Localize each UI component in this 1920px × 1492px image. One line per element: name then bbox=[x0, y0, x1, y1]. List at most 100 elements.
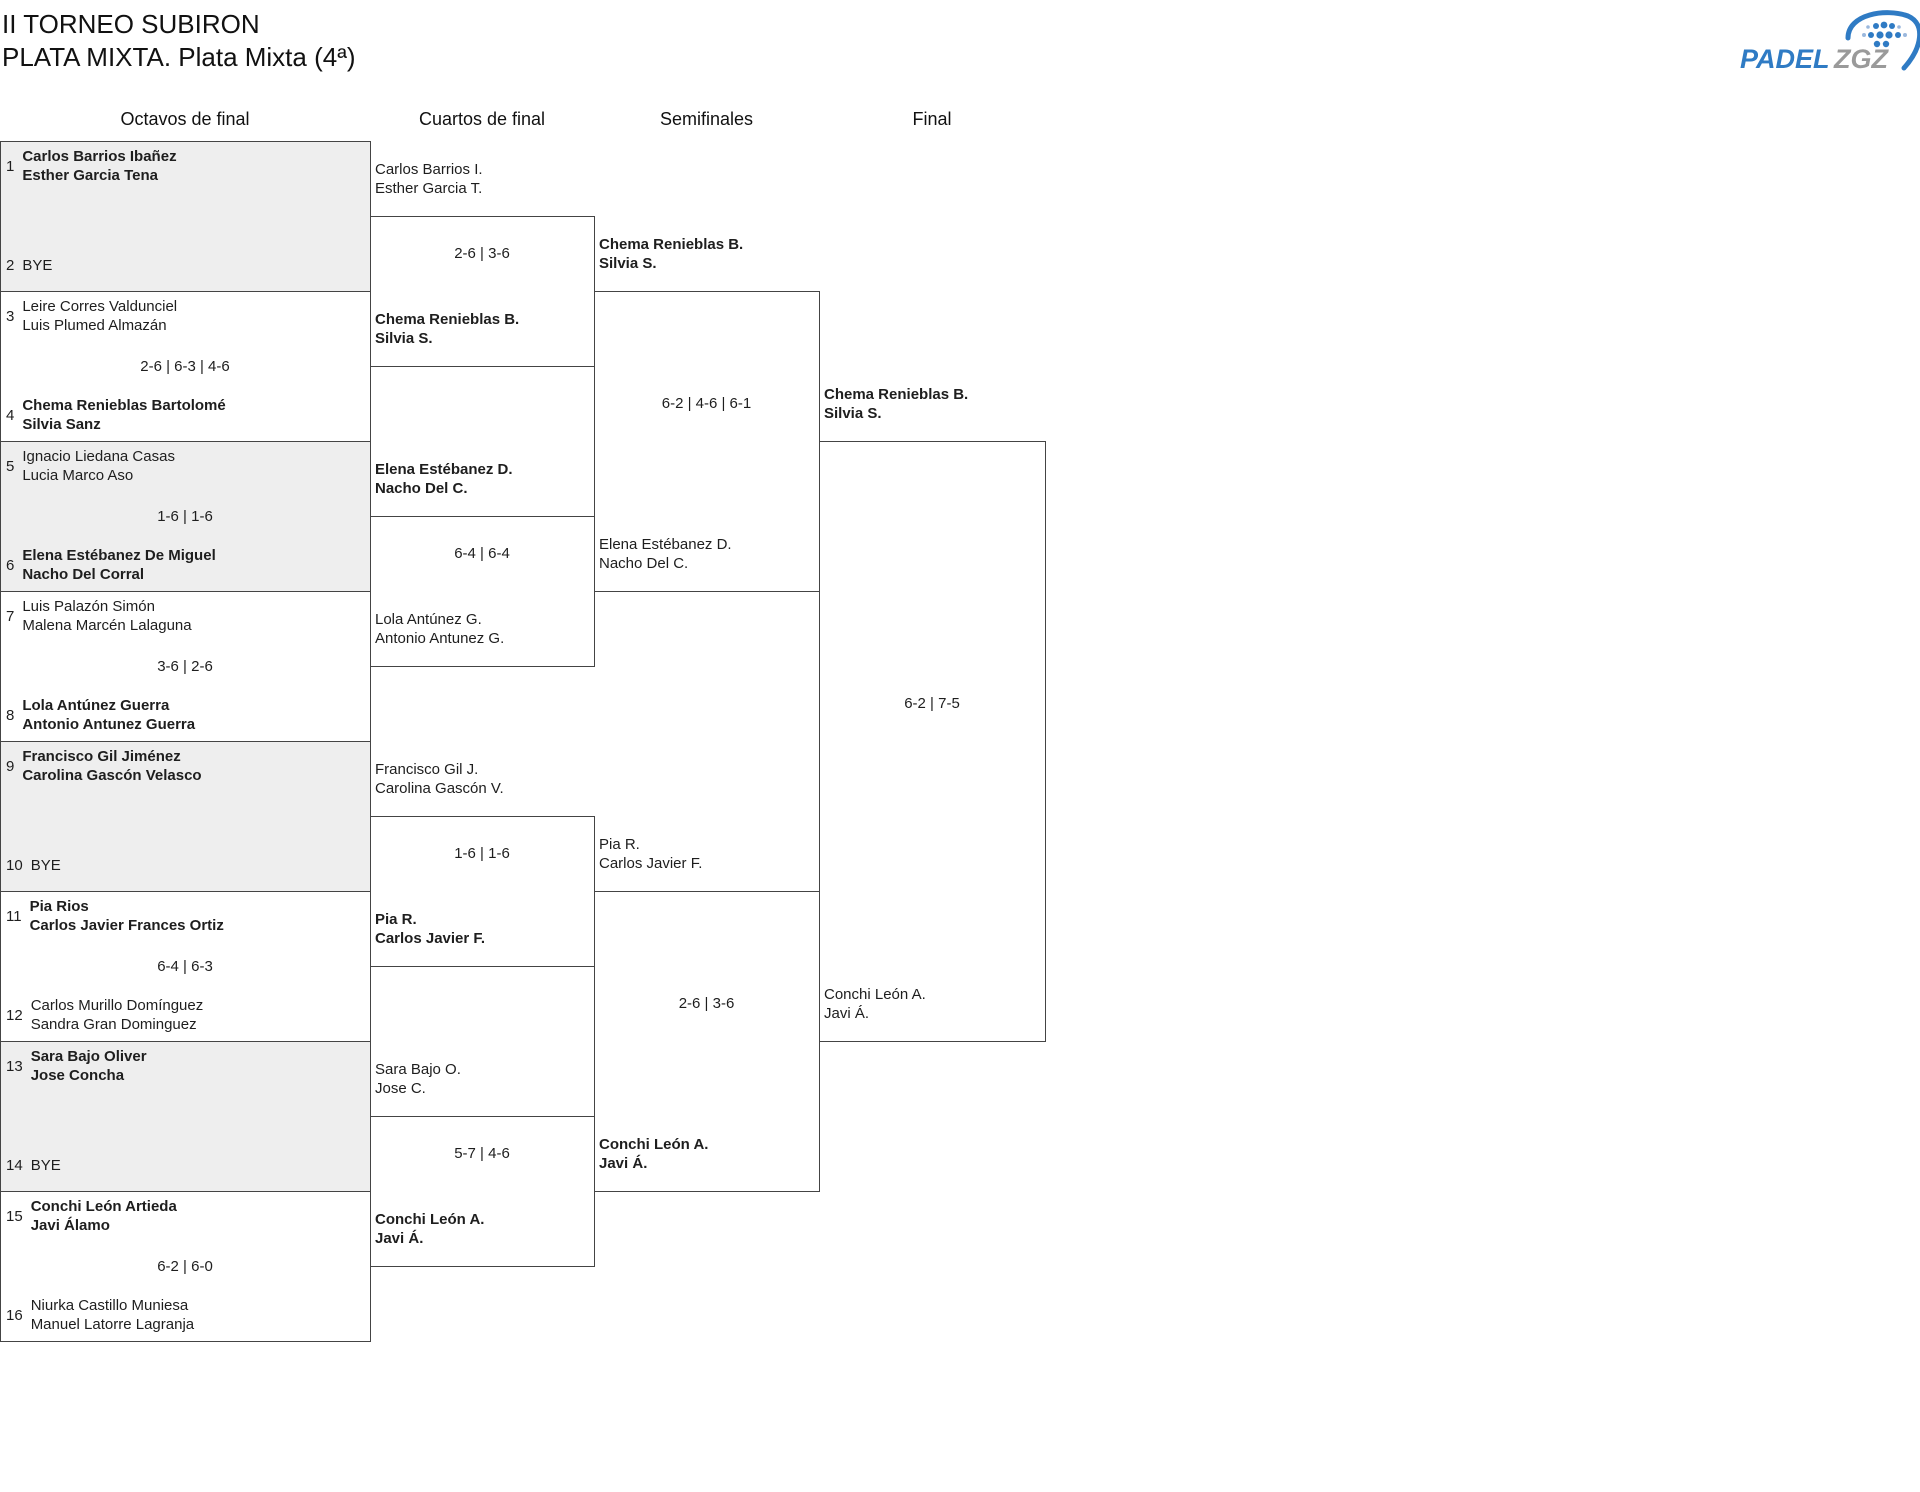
match-box bbox=[0, 1041, 371, 1192]
player-name: Chema Renieblas B. bbox=[824, 385, 969, 403]
team-bottom: Elena Estébanez D.Nacho Del C. bbox=[599, 535, 732, 573]
tournament-title: II TORNEO SUBIRON bbox=[2, 9, 260, 39]
player-name: Antonio Antunez G. bbox=[375, 629, 505, 647]
player-name: Nacho Del Corral bbox=[22, 566, 145, 583]
player-name: Francisco Gil J. bbox=[375, 760, 479, 778]
team-bottom: Conchi León A.Javi Á. bbox=[824, 985, 926, 1023]
team-names: Pia R.Carlos Javier F. bbox=[599, 835, 702, 873]
match-score: 2-6 | 3-6 bbox=[678, 995, 735, 1012]
match-score: 2-6 | 6-3 | 4-6 bbox=[140, 357, 230, 375]
team-names: Elena Estébanez D.Nacho Del C. bbox=[599, 535, 732, 573]
player-name: Javi Á. bbox=[824, 1004, 870, 1022]
seed-number: 8 bbox=[6, 706, 15, 724]
player-name: Silvia S. bbox=[375, 329, 433, 347]
team-names: Chema Renieblas B.Silvia S. bbox=[375, 310, 519, 348]
player-name: Chema Renieblas Bartolomé bbox=[22, 397, 226, 414]
team-names: Conchi León A.Javi Á. bbox=[824, 985, 926, 1023]
team-bottom: Conchi León A.Javi Á. bbox=[599, 1135, 708, 1173]
player-name: Conchi León A. bbox=[824, 985, 926, 1003]
match-score: 6-4 | 6-3 bbox=[157, 957, 213, 975]
padelzgz-logo-icon: PADEL ZGZ bbox=[1740, 10, 1920, 74]
seed-number: 11 bbox=[6, 907, 22, 925]
padelzgz-logo: PADEL ZGZ bbox=[1736, 8, 1920, 78]
player-name: Esther Garcia T. bbox=[375, 179, 483, 197]
player-name: BYE bbox=[30, 1156, 61, 1174]
category-title: PLATA MIXTA. Plata Mixta (4ª) bbox=[2, 42, 356, 72]
player-name: Elena Estébanez D. bbox=[375, 460, 513, 478]
team-names: Conchi León A.Javi Á. bbox=[599, 1135, 708, 1173]
match-score: 6-2 | 6-0 bbox=[157, 1257, 213, 1275]
player-name: Francisco Gil Jiménez bbox=[22, 748, 181, 765]
team-top: Chema Renieblas B.Silvia S. bbox=[824, 385, 968, 423]
team-names: BYE bbox=[31, 856, 61, 875]
player-name: Carlos Javier Frances Ortiz bbox=[29, 917, 224, 934]
player-name: Sara Bajo O. bbox=[375, 1060, 461, 1078]
seed-number: 3 bbox=[6, 307, 15, 325]
player-name: Ignacio Liedana Casas bbox=[22, 448, 175, 465]
seed-number: 10 bbox=[6, 856, 23, 874]
team-names: Pia R.Carlos Javier F. bbox=[375, 910, 485, 948]
team-names: Chema Renieblas B.Silvia S. bbox=[824, 385, 968, 423]
player-name: BYE bbox=[22, 256, 53, 274]
player-name: Pia R. bbox=[375, 910, 417, 928]
match-score: 6-2 | 7-5 bbox=[904, 695, 960, 712]
player-name: Javi Á. bbox=[375, 1229, 424, 1247]
team-top: Chema Renieblas B.Silvia S. bbox=[599, 235, 743, 273]
player-name: Luis Plumed Almazán bbox=[22, 317, 167, 334]
match-score: 6-4 | 6-4 bbox=[454, 545, 510, 562]
seed-number: 1 bbox=[6, 157, 15, 175]
team-names: BYE bbox=[31, 1156, 61, 1175]
team-names: Lola Antúnez G.Antonio Antunez G. bbox=[375, 610, 504, 648]
match-box bbox=[0, 141, 371, 292]
player-name: Carlos Barrios I. bbox=[375, 160, 483, 178]
player-name: Conchi León A. bbox=[375, 1210, 485, 1228]
player-name: Javi Álamo bbox=[30, 1217, 110, 1234]
team-names: Conchi León A.Javi Á. bbox=[375, 1210, 484, 1248]
player-name: Conchi León Artieda bbox=[30, 1198, 177, 1215]
player-name: Nacho Del C. bbox=[599, 554, 689, 572]
seed-number: 2 bbox=[6, 256, 15, 274]
player-name: Elena Estébanez De Miguel bbox=[22, 547, 216, 564]
seed-number: 9 bbox=[6, 757, 15, 775]
team-top: Elena Estébanez D.Nacho Del C. bbox=[375, 460, 513, 498]
match-score: 1-6 | 1-6 bbox=[157, 507, 213, 525]
team-names: Carlos Barrios I.Esther Garcia T. bbox=[375, 160, 483, 198]
player-name: Conchi León A. bbox=[599, 1135, 709, 1153]
player-name: Lola Antúnez Guerra bbox=[22, 697, 170, 714]
player-name: Carlos Javier F. bbox=[375, 929, 486, 947]
team-bottom: Conchi León A.Javi Á. bbox=[375, 1210, 484, 1248]
player-name: Carolina Gascón Velasco bbox=[22, 767, 202, 784]
team-bottom: 2 BYE bbox=[6, 256, 52, 275]
seed-number: 5 bbox=[6, 457, 15, 475]
match-box bbox=[0, 741, 371, 892]
team-names: Chema Renieblas B.Silvia S. bbox=[599, 235, 743, 273]
player-name: Silvia S. bbox=[824, 404, 882, 422]
player-name: Carolina Gascón V. bbox=[375, 779, 504, 797]
player-name: Lola Antúnez G. bbox=[375, 610, 482, 628]
seed-number: 7 bbox=[6, 607, 15, 625]
team-names: Elena Estébanez D.Nacho Del C. bbox=[375, 460, 513, 498]
player-name: Manuel Latorre Lagranja bbox=[30, 1316, 195, 1333]
round-header-1: Octavos de final bbox=[120, 109, 250, 129]
seed-number: 13 bbox=[6, 1057, 23, 1075]
match-score: 2-6 | 3-6 bbox=[454, 245, 510, 262]
team-bottom: 10 BYE bbox=[6, 856, 61, 875]
